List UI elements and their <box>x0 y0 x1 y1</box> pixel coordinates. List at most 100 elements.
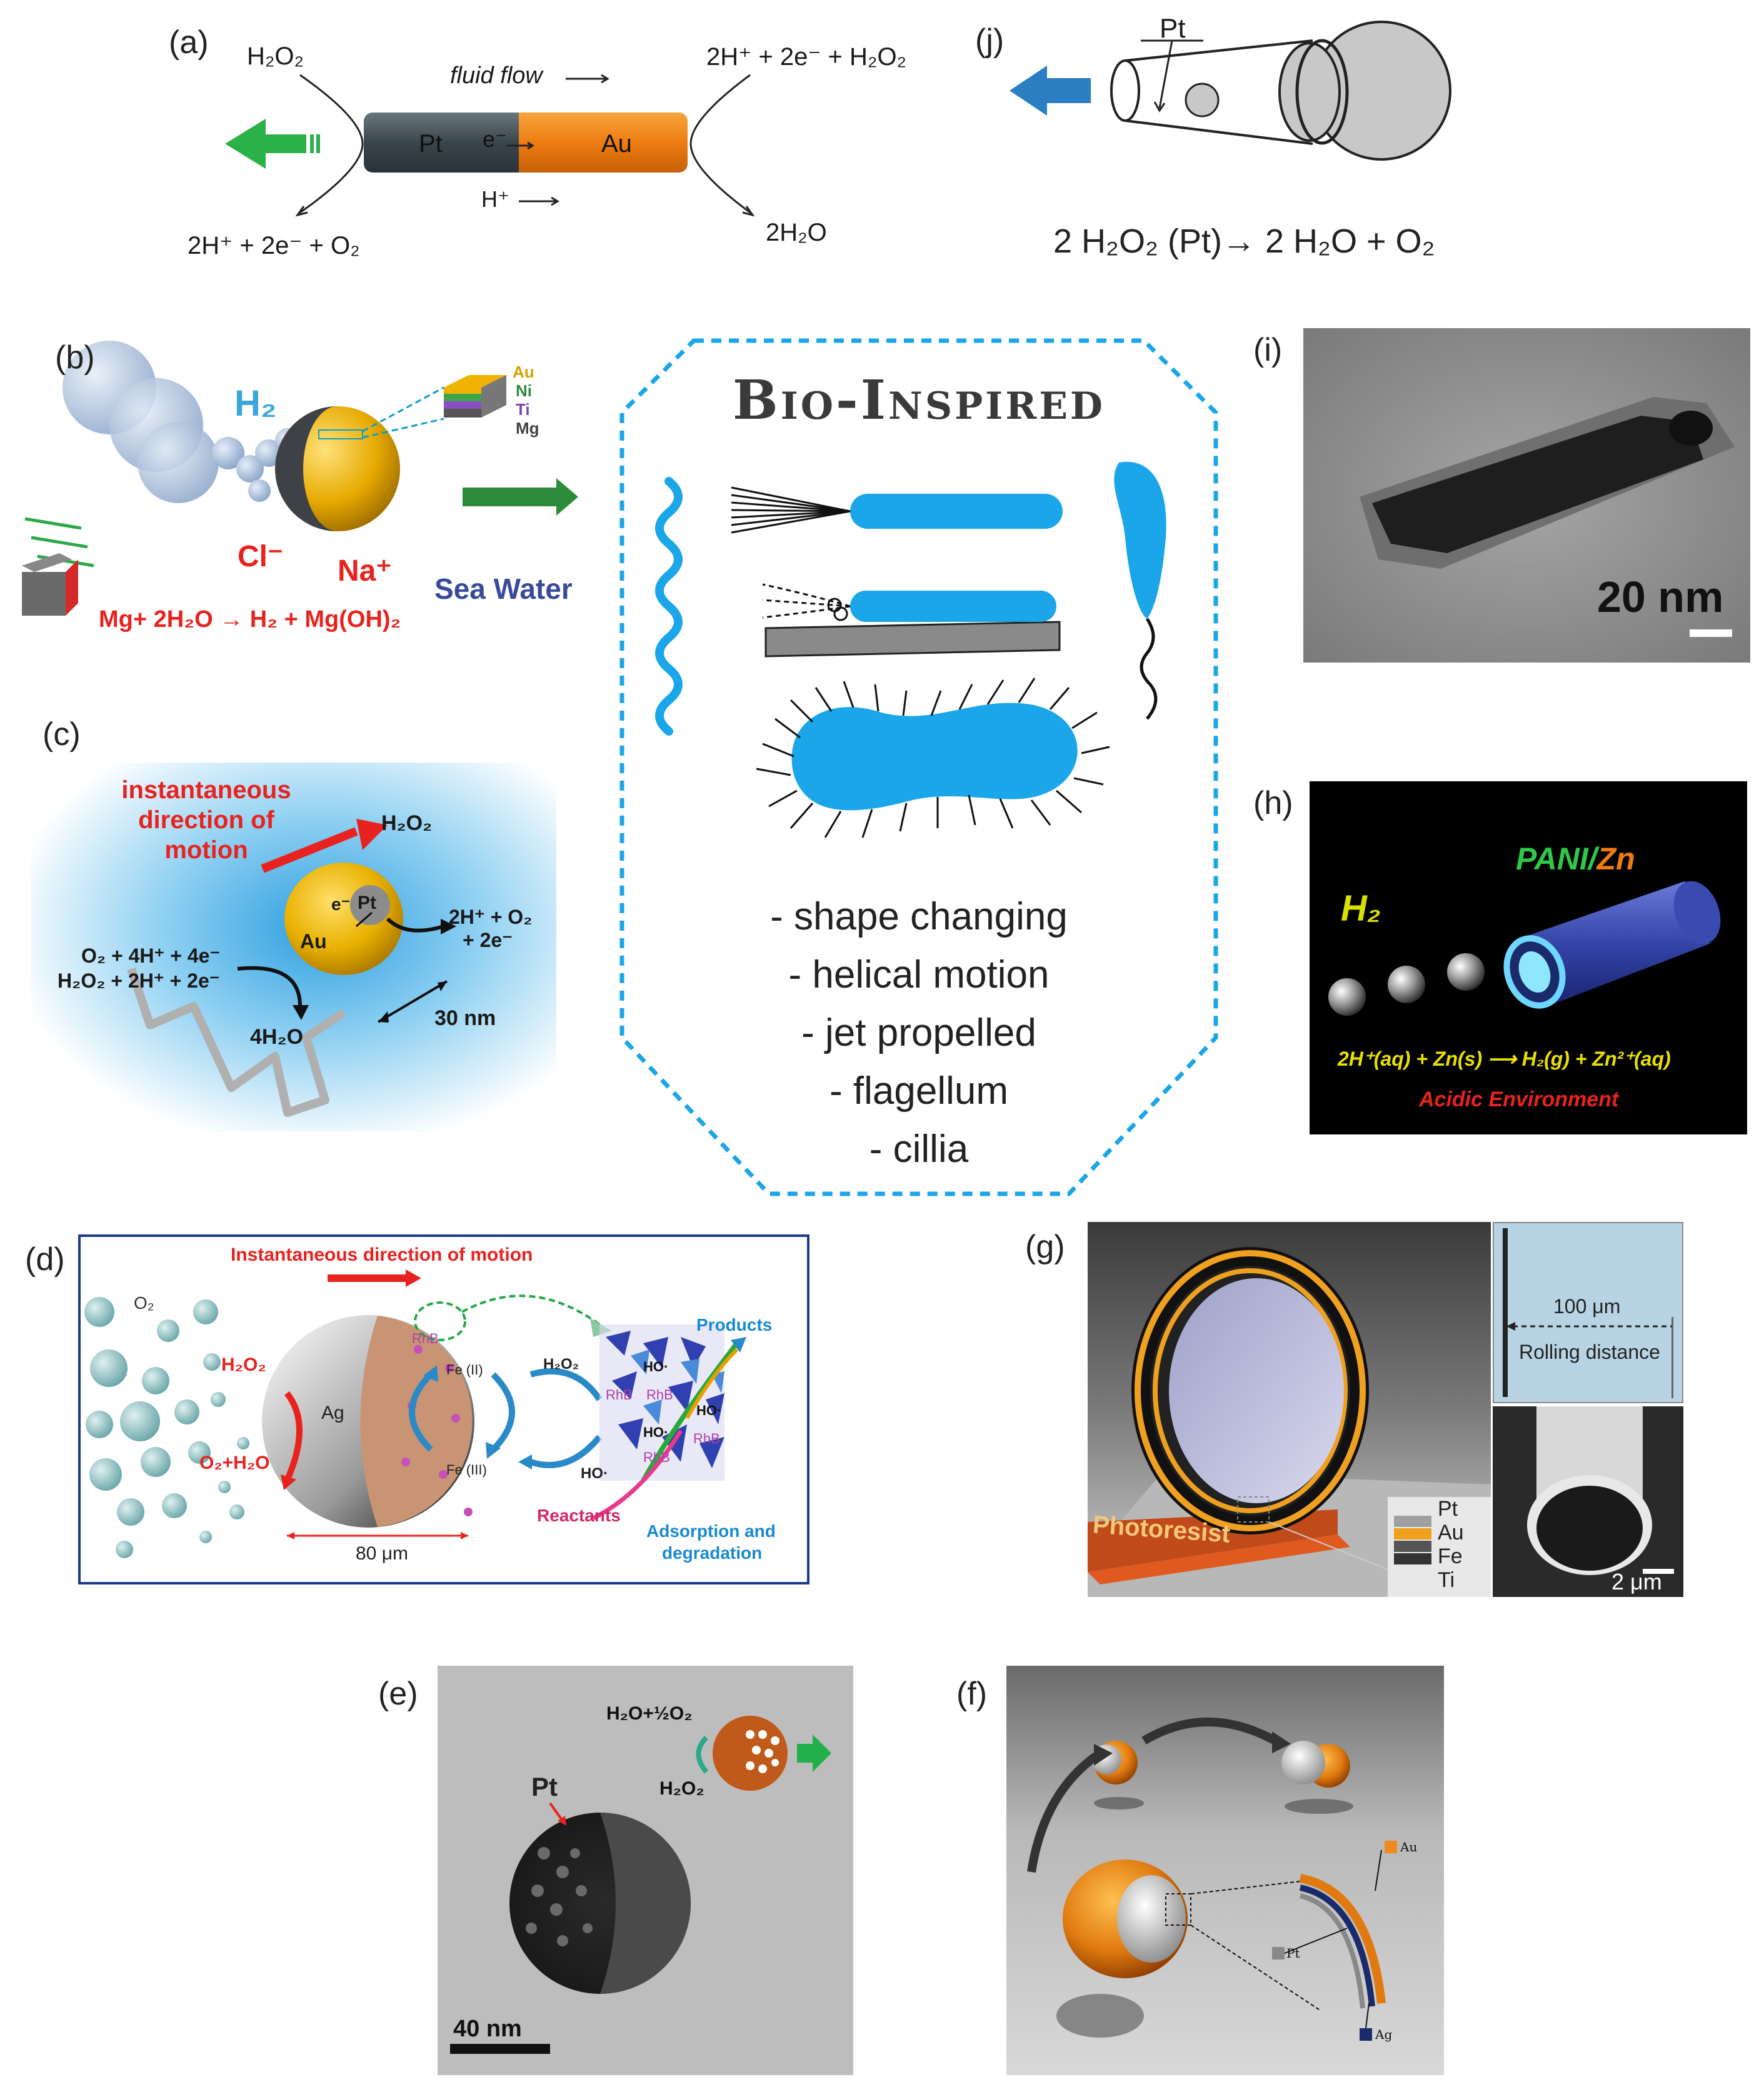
c-electron: e⁻ <box>331 894 351 914</box>
panel-g-sem: 2 μm <box>1493 1406 1683 1597</box>
h2-label: H₂ <box>234 383 277 424</box>
panel-f-label: (f) <box>956 1676 988 1712</box>
motion-arrow-icon <box>406 1269 421 1287</box>
electron-label: e⁻ <box>483 126 508 152</box>
panel-a-label: (a) <box>169 24 209 61</box>
panel-i-tem-image: 20 nm <box>1303 328 1750 663</box>
d-ho-1: HO· <box>643 1359 669 1374</box>
panel-c: instantaneous direction of motion H₂O₂ P… <box>31 763 556 1131</box>
g-sem-scale: 2 μm <box>1611 1569 1662 1594</box>
d-rhb-3: RhB <box>693 1431 720 1446</box>
rolling-distance-value: 100 μm <box>1553 1295 1621 1318</box>
g-layer-au: Au <box>1438 1521 1464 1544</box>
panel-i-label: (i) <box>1253 332 1283 368</box>
panel-a: (a) H₂O₂ fluid flow 2H⁺ + 2e⁻ + H₂O₂ Pt … <box>156 19 938 281</box>
scale-bar-i <box>1690 629 1732 637</box>
f-au-label: Au <box>1400 1839 1418 1854</box>
d-scale: 80 μm <box>356 1543 408 1564</box>
pani-label: PANI/ <box>1516 841 1597 876</box>
d-ag: Ag <box>321 1403 344 1423</box>
c-left-reactants-2: H₂O₂ + 2H⁺ + 2e⁻ <box>58 969 220 992</box>
panel-j-diagram <box>1010 21 1451 161</box>
g-layer-fe: Fe <box>1438 1544 1463 1568</box>
e-pt-label: Pt <box>531 1772 558 1801</box>
panel-d-label: (d) <box>25 1241 65 1278</box>
motion-arrow-icon <box>356 819 388 850</box>
e-scale: 40 nm <box>453 2016 522 2042</box>
feature-helical-motion: - helical motion <box>788 953 1050 996</box>
d-rhb-2: RhB <box>646 1387 673 1403</box>
panel-b-label: (b) <box>55 339 95 376</box>
au-pt-sphere <box>284 863 403 975</box>
g-layer-ti: Ti <box>1438 1568 1455 1592</box>
na-ion: Na⁺ <box>338 554 392 588</box>
au-segment <box>519 113 688 173</box>
panel-b: (b) H₂ Au Ni Ti Mg Cl⁻ Na⁺ Sea Water Mg+… <box>13 338 600 663</box>
bio-inspired-diagram <box>619 338 1218 1196</box>
panel-h: H₂ PANI/Zn 2H⁺(aq) + Zn(s) ⟶ H₂(g) + Zn²… <box>1310 781 1747 1134</box>
feature-shape-changing: - shape changing <box>770 895 1068 938</box>
panel-bio-inspired: Bio-Inspired - shape changing - helical … <box>619 338 1219 1200</box>
d-degradation: degradation <box>662 1543 763 1563</box>
d-rhb-1: RhB <box>606 1387 633 1403</box>
c-water: 4H₂O <box>250 1025 304 1049</box>
d-ho-3: HO· <box>696 1403 722 1418</box>
decomposition-equation: 2 H₂O₂ (Pt)→ 2 H₂O + O₂ <box>1053 223 1435 260</box>
d-fe3: Fe (III) <box>446 1462 487 1478</box>
cl-ion: Cl⁻ <box>238 540 284 573</box>
panel-g-label: (g) <box>1025 1229 1065 1265</box>
e-h2o2: H₂O₂ <box>659 1778 704 1799</box>
scale-bar-label-i: 20 nm <box>1597 573 1724 621</box>
pt-segment <box>364 113 533 173</box>
panel-a-diagram <box>225 74 755 217</box>
panel-b-diagram <box>22 341 578 616</box>
pt-label: Pt <box>419 130 443 158</box>
e-h2o-half-o2: H₂O+½O₂ <box>606 1703 693 1724</box>
d-o2: O₂ <box>134 1293 154 1313</box>
pt-label-j: Pt <box>1160 16 1186 44</box>
products-bottom-right: 2H₂O <box>766 219 827 246</box>
g-layer-pt: Pt <box>1438 1497 1458 1521</box>
layer-ti: Ti <box>516 400 530 419</box>
d-direction-label: Instantaneous direction of motion <box>231 1244 533 1265</box>
c-pt: Pt <box>358 893 376 913</box>
layer-ni: Ni <box>516 381 532 400</box>
pani-zn-label: PANI/Zn <box>1516 841 1635 877</box>
d-ho: HO· <box>581 1465 608 1482</box>
rolling-distance-label: Rolling distance <box>1519 1341 1660 1363</box>
feature-jet-propelled: - jet propelled <box>801 1011 1036 1054</box>
d-rhb-sphere: RhB <box>412 1331 439 1346</box>
acidic-environment: Acidic Environment <box>1419 1088 1619 1111</box>
d-reactants: Reactants <box>537 1506 621 1525</box>
c-right-products-1: 2H⁺ + O₂ <box>449 906 533 928</box>
zn-reaction: 2H⁺(aq) + Zn(s) ⟶ H₂(g) + Zn²⁺(aq) <box>1338 1048 1671 1070</box>
panel-g-rolling: 100 μm Rolling distance <box>1493 1222 1683 1403</box>
c-h2o2: H₂O₂ <box>381 811 433 835</box>
panel-d: Instantaneous direction of motion O₂ H₂O… <box>78 1234 809 1584</box>
f-ag-label: Ag <box>1375 2027 1393 2042</box>
panel-c-label: (c) <box>43 716 81 753</box>
c-right-products-2: + 2e⁻ <box>463 929 513 951</box>
c-left-reactants-1: O₂ + 4H⁺ + 4e⁻ <box>81 944 221 967</box>
c-scale: 30 nm <box>434 1006 496 1030</box>
bio-feature-list: - shape changing - helical motion - jet … <box>619 888 1219 1178</box>
products-bottom-left: 2H⁺ + 2e⁻ + O₂ <box>188 232 360 259</box>
h2o2-left: H₂O₂ <box>247 43 304 70</box>
layer-mg: Mg <box>516 419 539 438</box>
d-o2-h2o: O₂+H₂O <box>199 1453 270 1473</box>
d-rhb-4: RhB <box>643 1449 670 1465</box>
au-label: Au <box>601 130 632 158</box>
panel-f: Au Pt Ag <box>1006 1666 1444 2075</box>
layer-au: Au <box>513 363 534 381</box>
f-pt-label: Pt <box>1286 1946 1300 1961</box>
green-arrow-icon <box>463 478 578 516</box>
panel-e-tem: Pt H₂O+½O₂ H₂O₂ 40 nm <box>438 1666 853 2075</box>
zn-label: Zn <box>1596 841 1635 876</box>
d-adsorption: Adsorption and <box>646 1521 776 1541</box>
h-plus-label: H⁺ <box>481 186 509 212</box>
d-h2o2-mid: H₂O₂ <box>543 1356 579 1373</box>
panel-e-label: (e) <box>378 1676 418 1712</box>
d-ho-2: HO· <box>643 1424 669 1440</box>
d-h2o2: H₂O₂ <box>221 1354 266 1375</box>
products-top-right: 2H⁺ + 2e⁻ + H₂O₂ <box>706 43 907 71</box>
